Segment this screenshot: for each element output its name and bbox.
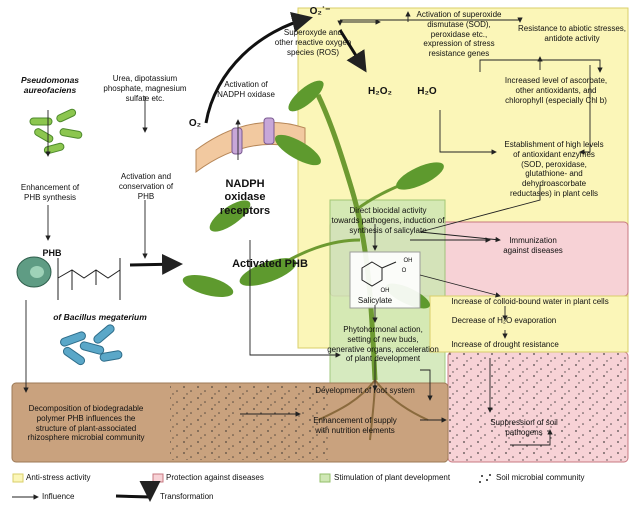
molecule-oh2-label: OH: [380, 288, 390, 294]
soil-dots-right: [448, 352, 628, 462]
ros-label: Superoxyde and other reactive oxygen spe…: [274, 28, 352, 57]
phb-structure: [57, 258, 121, 300]
decrease-evaporation-label: Decrease of H₂O evaporation: [451, 316, 557, 325]
activation-conservation-label: Activation and conservation of PHB: [118, 172, 174, 201]
establishment-label: Establishment of high levels of antioxid…: [504, 140, 604, 198]
plant-icon: [182, 80, 444, 441]
cell-membrane-icon: [195, 117, 306, 173]
enhancement-phb-label: Enhancement of PHB synthesis: [20, 183, 80, 202]
molecule-o-label: O: [401, 268, 407, 274]
root-system-label: Development of root system: [315, 386, 415, 395]
h2o-label: H₂O: [417, 86, 437, 97]
legend-transformation-arrow: [115, 481, 161, 502]
h2o2-label: H₂O₂: [368, 86, 392, 97]
soil-dots-left: [170, 385, 330, 460]
molecule-oh-label: OH: [403, 258, 413, 264]
legend-stimulation-label: Stimulation of plant development: [334, 473, 451, 482]
increased-level-label: Increased level of ascorbate, other anti…: [504, 76, 608, 105]
salicylate-molecule-icon: [349, 251, 421, 309]
drought-resistance-label: Increase of drought resistance: [451, 340, 559, 349]
resistance-abiotic-label: Resistance to abiotic stresses, antidote…: [517, 24, 627, 43]
immunization-label: Immunization against diseases: [503, 236, 563, 255]
bacillus-cluster-icon: [60, 324, 123, 366]
activated-phb-label: Activated PHB: [232, 258, 308, 270]
decomposition-label: Decomposition of biodegradable polymer P…: [27, 404, 145, 443]
legend-soil-label: Soil microbial community: [496, 473, 585, 482]
activation-sod-label: Activation of superoxide dismutase (SOD)…: [416, 10, 502, 58]
phytohormonal-label: Phytohormonal action, setting of new bud…: [327, 325, 439, 364]
legend-soil-dots-icon: [479, 474, 491, 483]
nadph-receptors-label: NADPH oxidase receptors: [219, 178, 271, 217]
urea-label: Urea, dipotassium phosphate, magnesium s…: [103, 74, 187, 103]
o2-label: O₂: [188, 118, 202, 129]
phb-granule-icon: [16, 256, 52, 288]
legend-anti-stress-swatch: [12, 473, 24, 483]
legend-protection-label: Protection against diseases: [166, 473, 264, 482]
legend-influence-label: Influence: [42, 492, 75, 501]
bacteria-rods-icon: [29, 108, 83, 155]
legend-stimulation-swatch: [319, 473, 331, 483]
nutrition-label: Enhancement of supply with nutrition ele…: [313, 416, 397, 435]
colloid-water-label: Increase of colloid-bound water in plant…: [451, 297, 609, 306]
transformation-arrows: [129, 12, 367, 275]
direct-biocidal-label: Direct biocidal activity towards pathoge…: [331, 206, 445, 235]
o2-radical-label: O₂˙⁻: [309, 6, 331, 17]
anti-stress-band: [429, 295, 629, 353]
bacillus-label: of Bacillus megaterium: [53, 312, 147, 322]
legend-protection-swatch: [152, 473, 164, 483]
salicylate-label: Salicylate: [357, 296, 393, 305]
suppression-label: Suppression of soil pathogens: [490, 418, 558, 437]
activation-nadph-label: Activation of NADPH oxidase: [217, 80, 275, 99]
legend-anti-stress-label: Anti-stress activity: [26, 473, 91, 482]
phb-label: PHB: [42, 248, 62, 258]
pseudomonas-label: Pseudomonas aureofaciens: [20, 75, 80, 96]
influence-arrows: [23, 11, 603, 446]
legend-transformation-label: Transformation: [160, 492, 214, 501]
